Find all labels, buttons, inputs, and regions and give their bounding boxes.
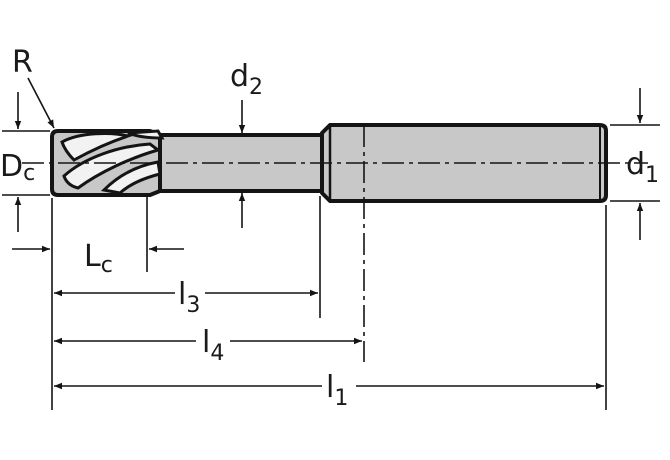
d1-label: d1 bbox=[626, 147, 659, 188]
l4-sub: 4 bbox=[210, 341, 224, 366]
d2-label: d2 bbox=[230, 59, 263, 100]
l1-main: l bbox=[326, 370, 334, 405]
d1-main: d bbox=[626, 147, 645, 182]
l4-main: l bbox=[202, 325, 210, 360]
dimension-arrows bbox=[12, 77, 644, 390]
dc-main: D bbox=[0, 149, 23, 184]
d1-sub: 1 bbox=[645, 163, 659, 188]
dc-label: Dc bbox=[0, 149, 35, 186]
l4-label: l4 bbox=[202, 325, 224, 366]
d2-sub: 2 bbox=[249, 75, 263, 100]
l1-label: l1 bbox=[326, 370, 348, 411]
l3-main: l bbox=[178, 277, 186, 312]
lc-sub: c bbox=[101, 253, 113, 278]
radius-label: R bbox=[12, 45, 33, 80]
d2-main: d bbox=[230, 59, 249, 94]
l3-sub: 3 bbox=[186, 293, 200, 318]
l1-sub: 1 bbox=[334, 386, 348, 411]
lc-main: L bbox=[84, 239, 101, 274]
dc-sub: c bbox=[23, 161, 35, 186]
flutes bbox=[60, 129, 165, 195]
l3-label: l3 bbox=[178, 277, 200, 318]
lc-label: Lc bbox=[84, 239, 113, 278]
extension-lines bbox=[2, 124, 660, 410]
